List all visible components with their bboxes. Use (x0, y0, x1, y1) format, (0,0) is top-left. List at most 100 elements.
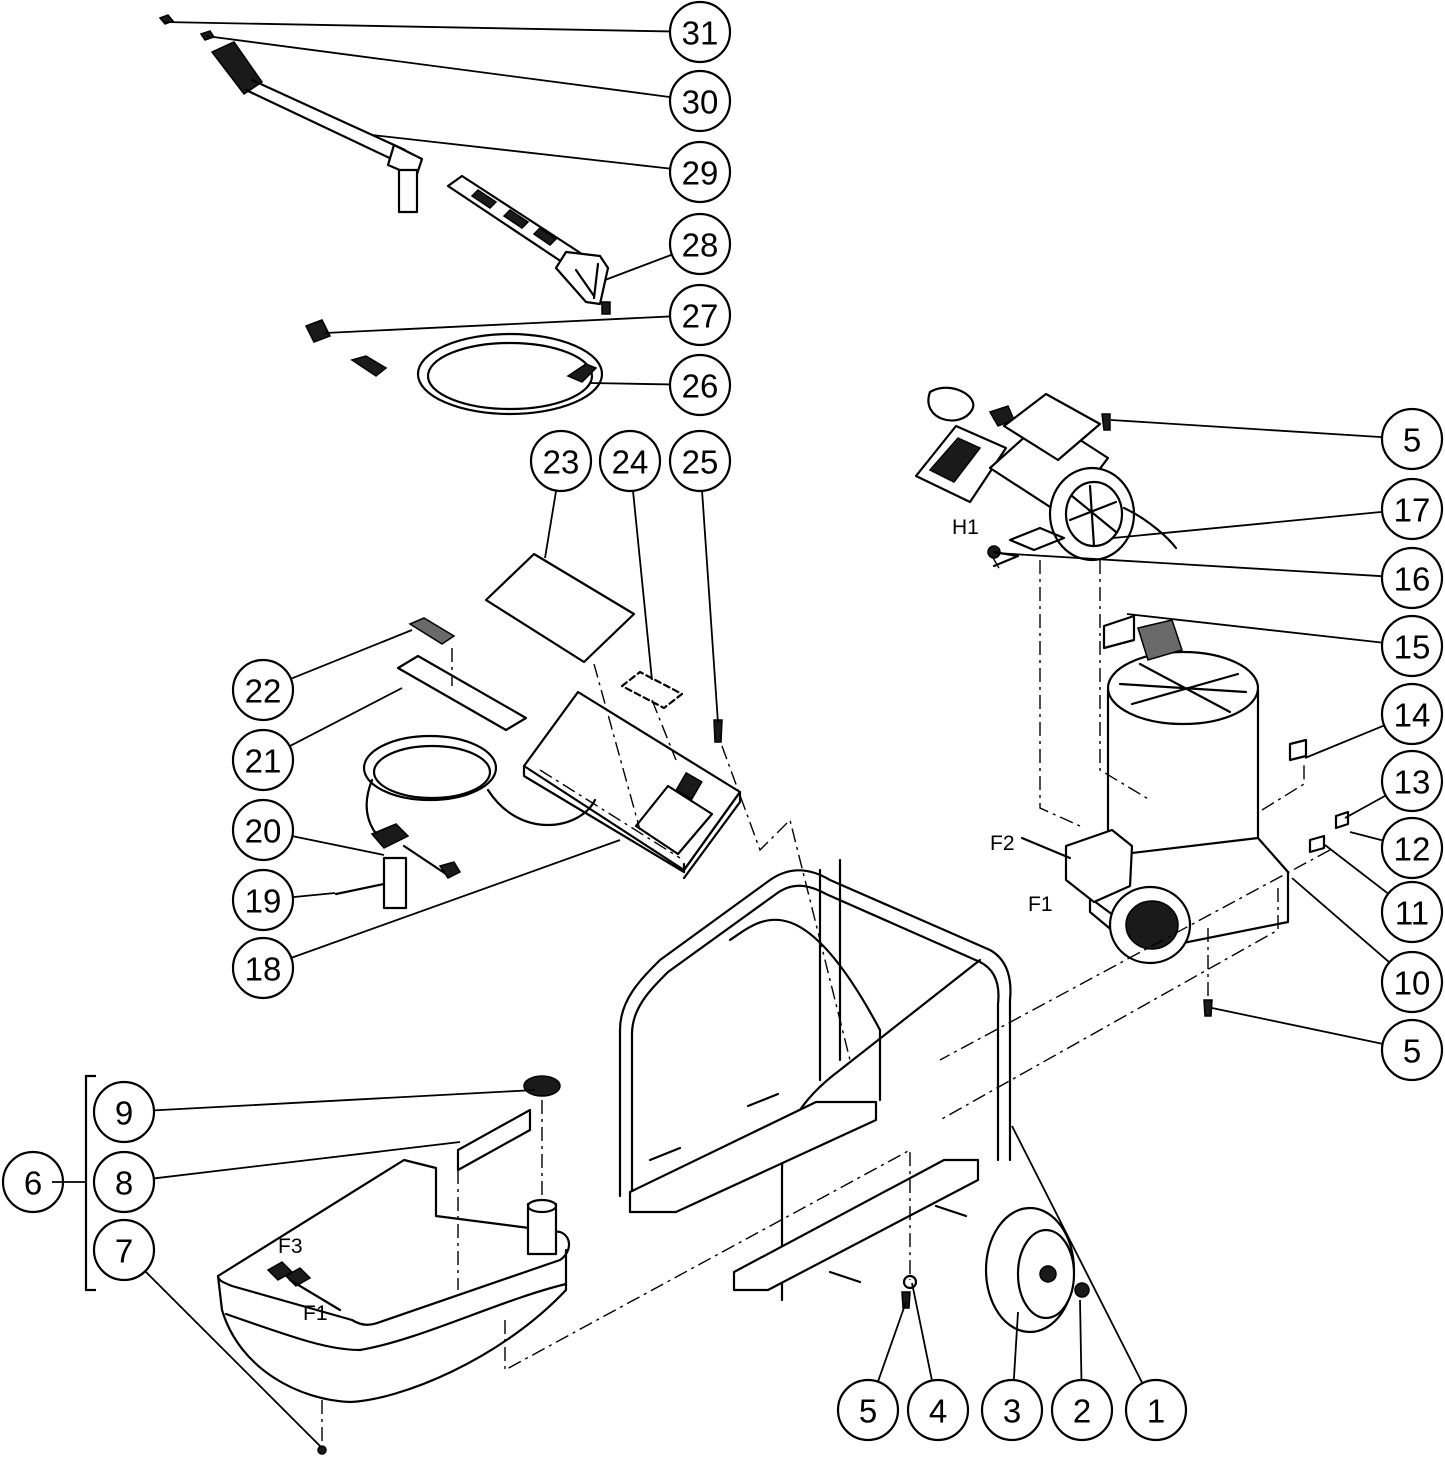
callout-number: 30 (682, 84, 719, 121)
callout-number: 5 (1403, 422, 1421, 459)
leader-line-4 (911, 1282, 933, 1381)
bolt-5-mid (1203, 999, 1213, 1017)
lance-29 (210, 41, 424, 214)
bolt-5-top (1101, 413, 1111, 431)
callout-bubble-5: 5 (1380, 1018, 1444, 1082)
label-14 (1288, 738, 1308, 762)
fitting-27 (304, 319, 332, 343)
leader-line-25 (701, 490, 719, 724)
plug-7 (317, 1445, 327, 1455)
callout-bubble-17: 17 (1380, 477, 1444, 541)
callout-number: 1 (1147, 1393, 1165, 1430)
power-cord-20 (362, 734, 597, 879)
control-box-18 (522, 690, 742, 880)
leader-line-1 (1011, 1125, 1144, 1384)
callout-bubble-25: 25 (668, 429, 732, 493)
label-23 (484, 552, 636, 664)
callout-bubble-7: 7 (92, 1218, 156, 1282)
callout-number: 15 (1394, 629, 1431, 666)
callout-bubble-5: 5 (1380, 407, 1444, 471)
bolt-5-bottom (901, 1291, 911, 1309)
callout-number: 13 (1394, 764, 1431, 801)
callout-bubble-31: 31 (668, 0, 732, 64)
leader-line-5 (877, 1301, 907, 1382)
callout-bubble-21: 21 (231, 728, 295, 792)
callout-bubble-27: 27 (668, 283, 732, 347)
callout-number: 16 (1394, 561, 1431, 598)
callout-leaders (144, 21, 1390, 1449)
leader-line-23 (544, 490, 558, 559)
callout-number: 18 (245, 951, 282, 988)
leader-line-7 (144, 1270, 323, 1449)
callout-bubble-11: 11 (1380, 880, 1444, 944)
rail-21 (396, 654, 528, 732)
leader-line-5 (1211, 1007, 1383, 1045)
screw-25 (713, 719, 723, 743)
leader-line-12 (1349, 831, 1384, 842)
callout-number: 28 (682, 227, 719, 264)
callout-number: 4 (929, 1393, 947, 1430)
leader-line-10 (1291, 877, 1390, 964)
callout-bubble-19: 19 (231, 868, 295, 932)
label-11 (1308, 834, 1326, 854)
callout-number: 19 (245, 883, 282, 920)
tank-6 (216, 1158, 571, 1404)
leader-line-15 (1126, 613, 1383, 644)
trigger-gun-28 (446, 174, 611, 315)
pump-motor-17 (914, 386, 1178, 562)
callout-bubble-3: 3 (980, 1378, 1044, 1442)
callout-number: 24 (612, 444, 649, 481)
leader-line-8 (153, 1141, 461, 1180)
callout-number: 25 (682, 444, 719, 481)
wheel-3 (984, 1206, 1076, 1334)
cap-9 (523, 1075, 561, 1097)
leader-line-22 (290, 629, 413, 680)
tag-19 (382, 856, 408, 910)
ref-label-f1: F1 (303, 1302, 328, 1325)
callout-number: 12 (1394, 831, 1431, 868)
callout-number: 10 (1394, 965, 1431, 1002)
callout-bubble-30: 30 (668, 69, 732, 133)
leader-line-29 (371, 134, 671, 170)
callout-number: 8 (115, 1165, 133, 1202)
leader-line-9 (153, 1089, 536, 1112)
frame-1 (618, 858, 1012, 1302)
callout-number: 3 (1003, 1393, 1021, 1430)
callout-bubble-12: 12 (1380, 816, 1444, 880)
callout-number: 31 (682, 15, 719, 52)
leader-line-11 (1324, 844, 1389, 895)
leader-line-2 (1079, 1299, 1083, 1381)
leader-line-19 (292, 892, 336, 898)
callout-bubble-23: 23 (529, 429, 593, 493)
callout-number: 20 (245, 813, 282, 850)
switch-22 (408, 617, 456, 645)
callout-number: 29 (682, 155, 719, 192)
callout-number: 7 (115, 1233, 133, 1270)
callout-bubble-10: 10 (1380, 950, 1444, 1014)
leader-line-26 (589, 382, 671, 386)
ref-label-f1: F1 (1028, 893, 1053, 916)
leader-line-20 (292, 835, 385, 856)
ref-label-h1: H1 (952, 516, 979, 539)
leader-line-5 (1110, 419, 1383, 439)
leader-line-18 (290, 839, 621, 959)
callout-bubble-15: 15 (1380, 614, 1444, 678)
label-13 (1334, 810, 1350, 830)
callout-number: 17 (1394, 492, 1431, 529)
callout-bubble-18: 18 (231, 936, 295, 1000)
ref-label-f2: F2 (990, 832, 1015, 855)
callout-bubble-5: 5 (836, 1378, 900, 1442)
callout-group-bracket-6 (52, 1074, 96, 1292)
callout-number: 23 (543, 444, 580, 481)
callout-bubble-8: 8 (92, 1150, 156, 1214)
leader-line-21 (289, 687, 403, 748)
callout-bubble-4: 4 (906, 1378, 970, 1442)
callout-bubble-9: 9 (92, 1080, 156, 1144)
boiler-10 (1020, 614, 1290, 965)
callout-number: 14 (1394, 697, 1431, 734)
alignment-lines (321, 555, 1331, 1445)
callout-bubble-14: 14 (1380, 682, 1444, 746)
